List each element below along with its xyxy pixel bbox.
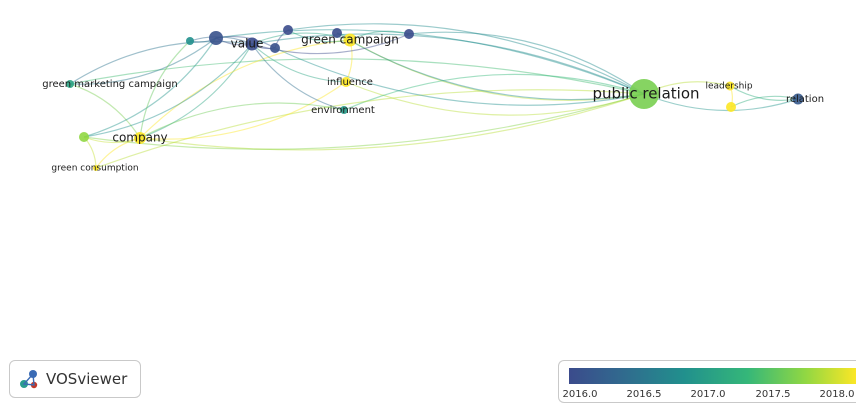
network-link — [643, 93, 799, 112]
network-link — [69, 37, 217, 85]
scale-tick-2016-5: 2016.5 — [626, 389, 662, 400]
vosviewer-logo-box[interactable]: VOSviewer — [9, 360, 141, 398]
node-label-value[interactable]: value — [231, 37, 264, 51]
network-link — [83, 37, 217, 138]
scale-tick-2017-5: 2017.5 — [755, 389, 791, 400]
network-link — [729, 85, 799, 101]
network-link — [83, 93, 645, 150]
network-link — [345, 81, 645, 116]
node-label-green-campaign[interactable]: green campaign — [301, 33, 399, 47]
vosviewer-brand-name: VOSviewer — [46, 370, 128, 388]
network-link — [730, 95, 799, 108]
network-link — [336, 32, 645, 101]
network-link — [139, 81, 347, 140]
node-layer — [66, 25, 804, 171]
node-unlabeled[interactable] — [283, 25, 293, 35]
node-green-marketing-campaign[interactable] — [66, 80, 74, 88]
network-link — [69, 40, 253, 85]
node-unlabeled[interactable] — [79, 132, 89, 142]
node-green-consumption[interactable] — [93, 165, 99, 171]
node-label-influence[interactable]: influence — [327, 77, 373, 88]
network-link — [139, 93, 645, 151]
node-label-environment[interactable]: environment — [311, 105, 375, 116]
node-company[interactable] — [134, 132, 146, 144]
label-layer: value green campaign green marketing campa… — [42, 33, 824, 174]
node-green-campaign[interactable] — [343, 33, 357, 47]
node-unlabeled[interactable] — [726, 102, 736, 112]
network-link — [139, 39, 351, 139]
node-label-relation[interactable]: relation — [786, 94, 824, 105]
node-leadership[interactable] — [725, 81, 735, 91]
vosviewer-logo-icon — [20, 370, 38, 389]
network-link — [139, 43, 253, 139]
network-link — [343, 73, 645, 111]
node-unlabeled[interactable] — [332, 28, 342, 38]
node-label-public-relation[interactable]: public relation — [592, 85, 699, 103]
scale-tick-2016-0: 2016.0 — [562, 389, 598, 400]
node-environment[interactable] — [340, 106, 348, 114]
link-layer — [69, 23, 799, 169]
network-link — [83, 43, 253, 138]
network-link — [408, 31, 645, 95]
node-unlabeled[interactable] — [404, 29, 414, 39]
node-value[interactable] — [245, 37, 259, 51]
node-label-green-marketing-campaign[interactable]: green marketing campaign — [42, 79, 178, 90]
node-relation[interactable] — [792, 93, 804, 105]
network-link — [251, 43, 347, 83]
network-link — [287, 23, 645, 95]
color-scale-gradient — [569, 368, 856, 384]
network-link — [69, 83, 141, 139]
node-public-relation[interactable] — [629, 79, 659, 109]
node-label-company[interactable]: company — [112, 131, 167, 145]
node-influence[interactable] — [341, 77, 351, 87]
network-link — [251, 43, 345, 111]
network-link — [139, 40, 191, 139]
network-link — [139, 102, 345, 139]
scale-tick-2017-0: 2017.0 — [690, 389, 726, 400]
network-link — [349, 39, 645, 101]
color-scale-legend: 2016.0 2016.5 2017.0 2017.5 2018.0 — [558, 360, 856, 403]
node-unlabeled[interactable] — [270, 43, 280, 53]
scale-tick-2018-0: 2018.0 — [819, 389, 855, 400]
node-unlabeled[interactable] — [186, 37, 194, 45]
node-label-green-consumption[interactable]: green consumption — [51, 164, 138, 174]
network-link — [215, 29, 645, 95]
node-label-leadership[interactable]: leadership — [705, 82, 752, 92]
network-link — [69, 58, 645, 95]
node-unlabeled[interactable] — [209, 31, 223, 45]
network-link — [95, 89, 645, 169]
network-link — [251, 33, 645, 95]
network-link — [274, 47, 645, 106]
